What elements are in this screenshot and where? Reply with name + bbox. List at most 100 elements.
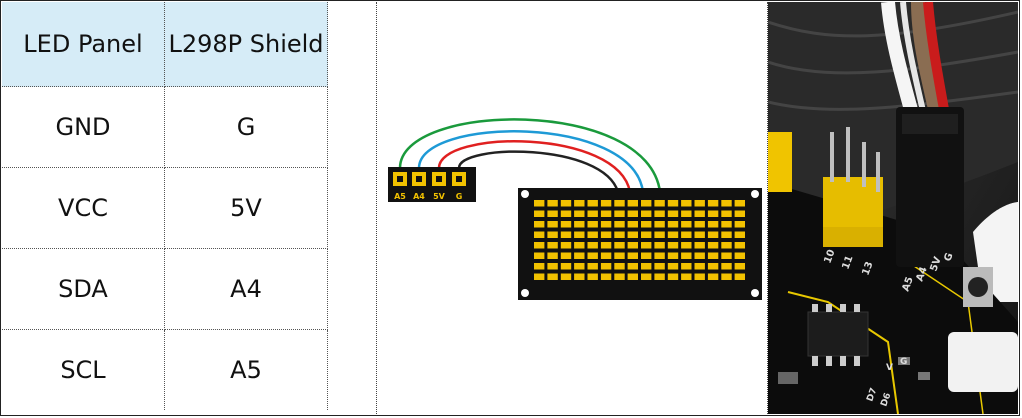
- led-dot: [574, 221, 585, 228]
- led-dot: [734, 210, 745, 217]
- led-dot: [627, 221, 638, 228]
- shield-photo: 10 11 13 A5 A4 5V G D7 D6 V G: [768, 2, 1018, 414]
- led-dot: [707, 200, 719, 207]
- led-dot: [694, 273, 705, 280]
- led-dot: [667, 242, 679, 249]
- led-dot: [721, 221, 732, 228]
- led-dot: [694, 231, 705, 238]
- led-dot: [600, 242, 612, 249]
- led-dot: [721, 200, 732, 207]
- yellow-header: [768, 132, 792, 192]
- led-dot: [560, 252, 572, 259]
- led-dot: [534, 231, 545, 238]
- led-dot: [614, 210, 625, 217]
- led-dot: [547, 252, 558, 259]
- led-dot: [547, 210, 558, 217]
- shield-connector: A5 A4 5V G: [388, 167, 476, 202]
- pin-header-block: [823, 127, 883, 247]
- led-dot: [534, 263, 545, 270]
- led-dot: [627, 252, 638, 259]
- led-dot: [721, 242, 732, 249]
- wire-red: [437, 140, 632, 193]
- led-dot: [707, 210, 719, 217]
- led-dot: [627, 242, 638, 249]
- led-dot: [534, 221, 545, 228]
- led-dot: [627, 200, 638, 207]
- led-dot: [587, 273, 598, 280]
- wiring-table: LED Panel L298P Shield GND G VCC 5V SDA …: [2, 2, 328, 410]
- silk-label: 11: [840, 254, 855, 271]
- led-dot: [627, 263, 638, 270]
- reset-button: [968, 277, 988, 297]
- led-dot: [600, 210, 612, 217]
- led-dot: [627, 231, 638, 238]
- led-dot: [734, 231, 745, 238]
- led-dot: [600, 231, 612, 238]
- led-dot: [707, 273, 719, 280]
- mount-hole: [751, 190, 759, 198]
- led-dot: [734, 263, 745, 270]
- led-dot: [667, 210, 679, 217]
- led-dot: [600, 252, 612, 259]
- led-dot: [547, 231, 558, 238]
- led-dot: [641, 252, 652, 259]
- led-dot: [681, 221, 692, 228]
- led-dot: [614, 231, 625, 238]
- silk-label: G: [900, 357, 907, 367]
- pin-label-a5: A5: [394, 192, 406, 201]
- silk-label: A5: [900, 275, 915, 293]
- led-dot: [560, 273, 572, 280]
- cell-led-pin: GND: [2, 86, 165, 168]
- cell-shield-pin: 5V: [164, 167, 328, 249]
- led-dot: [600, 263, 612, 270]
- silk-label: D6: [879, 392, 893, 408]
- led-dot: [587, 263, 598, 270]
- led-dot: [574, 242, 585, 249]
- table-row: GND G: [2, 86, 328, 168]
- led-dot: [534, 273, 545, 280]
- led-dot: [734, 221, 745, 228]
- led-dot: [707, 252, 719, 259]
- silk-label: 5V: [928, 255, 943, 273]
- led-dot: [681, 200, 692, 207]
- led-dot: [654, 210, 665, 217]
- led-dot: [694, 252, 705, 259]
- led-dot: [734, 242, 745, 249]
- led-dot: [574, 231, 585, 238]
- led-dot: [641, 263, 652, 270]
- led-dot: [654, 252, 665, 259]
- led-dot: [600, 221, 612, 228]
- led-dot: [614, 273, 625, 280]
- column-divider: [767, 2, 768, 414]
- led-dot: [721, 263, 732, 270]
- led-dot: [600, 200, 612, 207]
- led-dot: [587, 231, 598, 238]
- led-dot: [534, 242, 545, 249]
- mount-hole: [521, 289, 529, 297]
- led-dot: [587, 242, 598, 249]
- led-dot: [721, 252, 732, 259]
- cell-led-pin: SCL: [2, 329, 165, 410]
- led-dot: [574, 273, 585, 280]
- led-dot: [681, 252, 692, 259]
- led-dot: [600, 273, 612, 280]
- led-dot: [574, 252, 585, 259]
- cell-led-pin: VCC: [2, 167, 165, 249]
- led-dot: [614, 252, 625, 259]
- silk-label: G: [942, 252, 955, 263]
- cell-shield-pin: A4: [164, 248, 328, 330]
- led-dot: [614, 263, 625, 270]
- led-dot: [721, 231, 732, 238]
- pin-label-g: G: [456, 192, 463, 201]
- led-dot: [681, 210, 692, 217]
- silk-label: 13: [860, 260, 875, 277]
- led-dot: [721, 273, 732, 280]
- led-dot: [627, 210, 638, 217]
- led-dot: [667, 252, 679, 259]
- led-dot: [614, 200, 625, 207]
- wiring-diagram: A5 A4 5V G: [388, 118, 762, 300]
- led-dot: [654, 263, 665, 270]
- led-panel: [518, 188, 762, 300]
- led-dot: [587, 210, 598, 217]
- led-matrix: [534, 200, 745, 280]
